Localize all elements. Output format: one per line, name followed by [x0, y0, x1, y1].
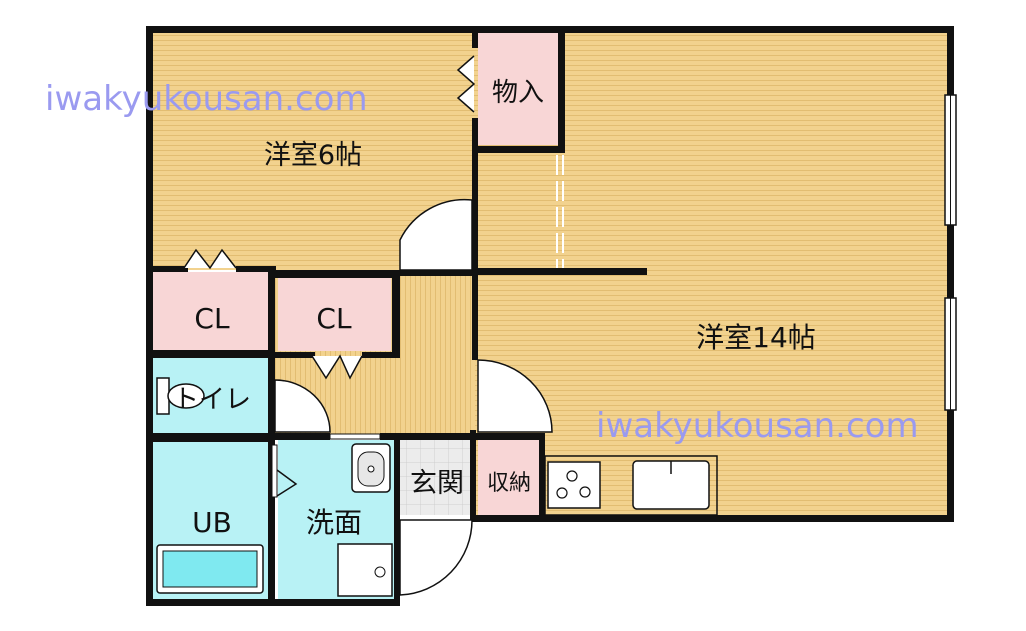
room-label-western-14: 洋室14帖 [696, 321, 816, 354]
wall-cl-bottom [146, 350, 274, 358]
wall-cl-top-left [146, 266, 188, 272]
door-western14 [477, 359, 553, 433]
bathtub-icon [156, 544, 264, 594]
wall-partition-14 [472, 268, 647, 275]
kitchen-sink-icon [632, 460, 710, 510]
closet-right-area [278, 278, 391, 351]
wall-wash-top-left [275, 433, 330, 440]
room-label-closet-left: CL [194, 302, 230, 335]
wall-washroom-right [394, 440, 400, 606]
folding-door-cl-right [311, 354, 363, 380]
wall-storage2-right [539, 433, 545, 520]
wall-storage-right [558, 30, 565, 150]
doors [183, 55, 553, 596]
folding-door-bath [276, 469, 298, 497]
room-label-entrance: 玄関 [410, 468, 464, 499]
wall-storage-left-top [472, 30, 478, 48]
room-label-bath: UB [192, 506, 232, 539]
wall-cl2-bottom-right [362, 352, 400, 358]
door-entrance [399, 519, 473, 596]
shoe-storage-area [478, 440, 540, 515]
alcove-opening [556, 155, 564, 268]
wall-right [947, 26, 954, 522]
room-label-toilet: トイレ [173, 385, 251, 415]
wall-storage-left-bottom [472, 118, 478, 148]
watermark-bottom: iwakyukousan.com [596, 406, 919, 446]
room-label-shoe-storage: 収納 [487, 471, 531, 496]
walls [146, 26, 954, 606]
folding-door-cl-left [183, 248, 237, 270]
washbasin-icon [351, 443, 391, 493]
closet-left-area [153, 272, 270, 350]
windows [944, 94, 957, 411]
wall-toilet-bottom [146, 433, 274, 442]
wall-hall-top [400, 270, 472, 276]
wall-cl-top-right [236, 266, 276, 272]
wall-alcove-left [472, 146, 478, 276]
storage-small-area [478, 33, 558, 145]
door-toilet [274, 379, 331, 433]
toilet-icon [156, 377, 205, 415]
room-label-washroom: 洗面 [306, 506, 362, 539]
wall-cl2-bottom-left [275, 352, 315, 358]
room-label-western-6: 洋室6帖 [264, 140, 362, 171]
sliding-door-washroom [329, 433, 381, 440]
wall-top [146, 26, 954, 33]
wall-storage-bottom [472, 146, 565, 153]
wall-entrance-right [470, 430, 476, 522]
watermark-top: iwakyukousan.com [45, 79, 368, 119]
wall-left [146, 26, 153, 606]
wall-bottom-right [470, 515, 954, 522]
wall-cl2-top [270, 270, 400, 278]
folding-door-storage [456, 55, 476, 113]
room-label-closet-right: CL [316, 302, 352, 335]
washing-machine-pan-icon [337, 543, 393, 597]
door-western6 [399, 198, 473, 271]
wall-wash-top-right [380, 433, 480, 440]
wall-storage2-top [470, 433, 545, 440]
stove-icon [547, 461, 601, 509]
wall-hall-east [472, 270, 478, 360]
wall-cl2-right [392, 270, 400, 358]
alcove-floor [475, 150, 565, 270]
entrance-tile-floor [400, 440, 475, 515]
room-label-storage-small: 物入 [492, 78, 544, 108]
kitchen-counter [544, 455, 718, 516]
